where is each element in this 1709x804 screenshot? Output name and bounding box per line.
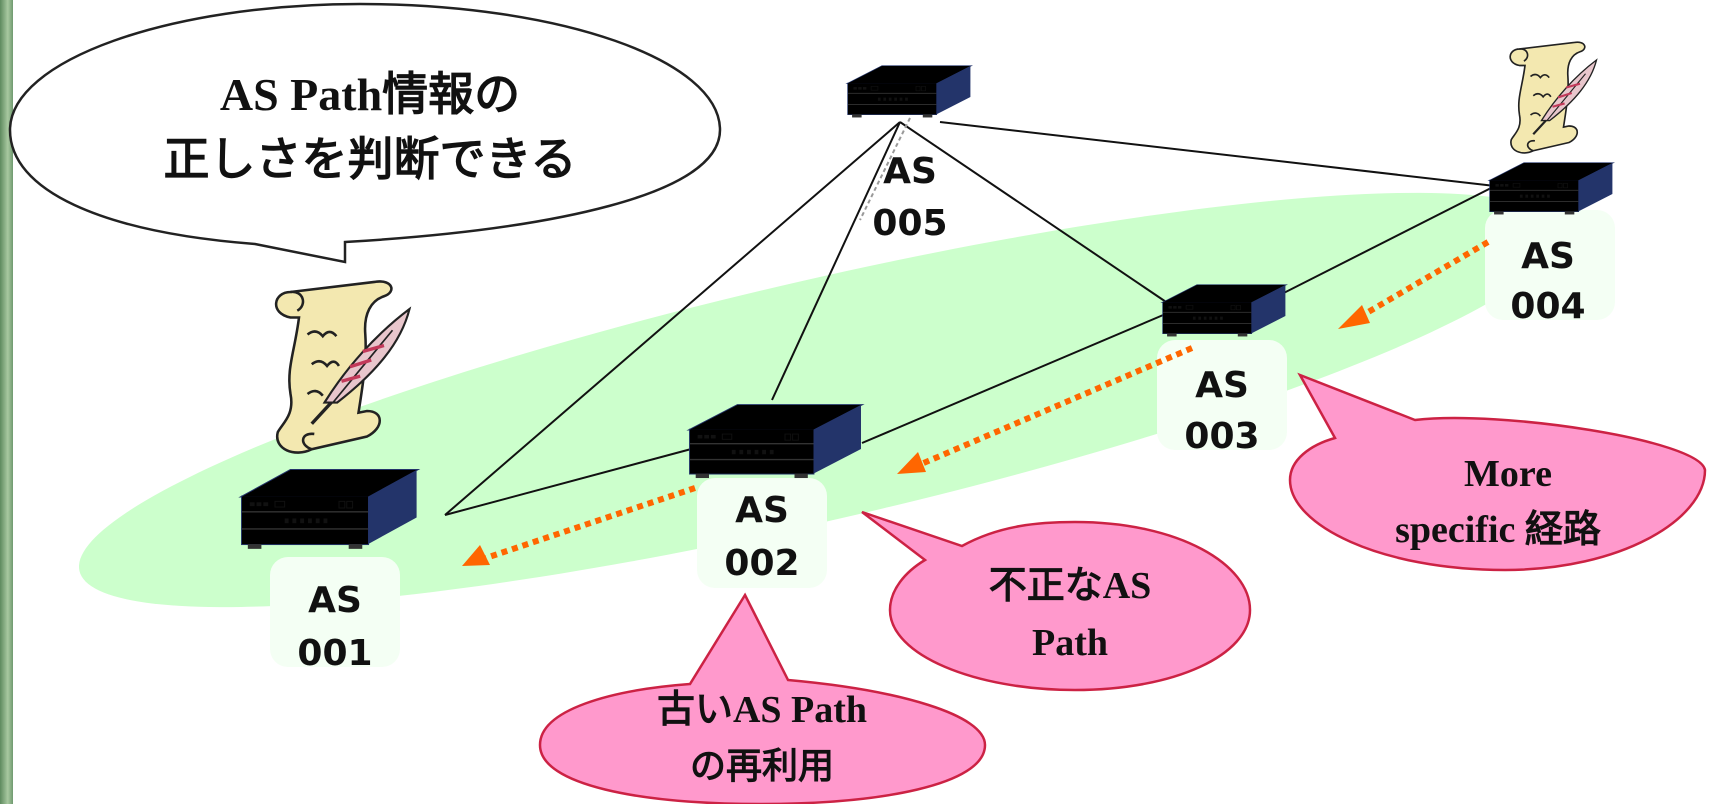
more-specific-line2: specific 経路	[1395, 509, 1602, 551]
link-002-003	[861, 309, 1176, 444]
slide-left-border	[0, 0, 13, 804]
as004-label-line2: 004	[1510, 286, 1585, 327]
arrow-002-to-001	[479, 485, 696, 563]
as003-label-line2: 003	[1184, 416, 1259, 457]
label-backdrops	[270, 210, 1615, 667]
arrow-heads	[462, 305, 1370, 566]
more-specific-line1: More	[1464, 453, 1552, 495]
router-as003	[1160, 284, 1289, 337]
link-003-004	[1259, 185, 1496, 306]
router-as005	[845, 65, 974, 118]
invalid-path-line2: Path	[1032, 622, 1108, 664]
as005-label-line1: AS	[883, 151, 937, 192]
arrowhead-icon	[897, 452, 926, 474]
link-002-005	[771, 121, 901, 401]
as-labels: AS 001 AS 002 AS 003 AS 004 AS 005	[297, 151, 1585, 674]
as001-label-line2: 001	[297, 633, 372, 674]
invalid-path-line1: 不正なAS	[989, 565, 1152, 607]
router-as004	[1487, 162, 1616, 215]
link-001-005	[444, 121, 901, 516]
more-specific-bubble: More specific 経路	[1288, 372, 1707, 572]
router-as001	[238, 469, 421, 550]
link-005-003	[899, 121, 1176, 309]
arrowhead-icon	[1338, 305, 1370, 329]
link-001-002	[444, 447, 696, 516]
old-path-line2: の再利用	[690, 746, 834, 787]
router-as002	[686, 404, 865, 479]
as005-label-line2: 005	[872, 203, 947, 244]
connection-lines	[444, 117, 1496, 516]
arrow-004-to-003	[1356, 239, 1490, 321]
arrow-003-to-002	[910, 345, 1194, 471]
scroll-quill-icon	[1509, 41, 1598, 155]
link-005-dashed	[859, 117, 911, 221]
as003-label-line1: AS	[1195, 365, 1249, 406]
old-path-line1: 古いAS Path	[657, 689, 867, 731]
arrowhead-icon	[462, 545, 490, 566]
validation-bubble-line1: AS Path情報の	[220, 69, 520, 120]
as001-label-line1: AS	[308, 580, 362, 621]
invalid-path-bubble: 不正なAS Path	[861, 510, 1252, 692]
as004-label-line1: AS	[1521, 236, 1575, 277]
validation-bubble: AS Path情報の 正しさを判断できる	[8, 2, 722, 264]
propagation-arrows	[479, 239, 1490, 563]
as002-label-line1: AS	[735, 490, 789, 531]
validation-bubble-line2: 正しさを判断できる	[163, 132, 576, 186]
old-path-bubble: 古いAS Path の再利用	[538, 592, 987, 804]
link-005-004	[939, 121, 1496, 187]
as002-label-line2: 002	[724, 543, 799, 584]
